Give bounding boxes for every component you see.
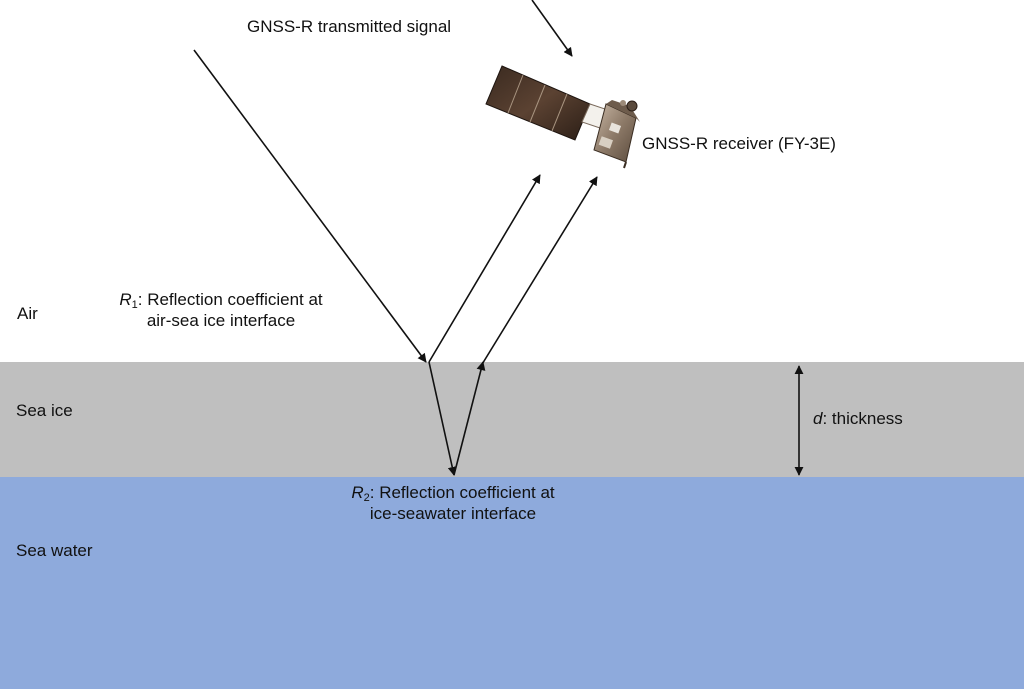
r1-line1: : Reflection coefficient at	[137, 290, 323, 309]
air-label: Air	[17, 304, 38, 323]
thickness-label: d: thickness	[813, 408, 903, 429]
r1-subscript: 1	[131, 299, 138, 311]
r1-label: R1: Reflection coefficient at air-sea ic…	[106, 289, 336, 331]
r2-line2: ice-seawater interface	[369, 504, 537, 523]
satellite-icon	[485, 65, 640, 169]
sea-ice-layer	[0, 362, 1024, 477]
receiver-label: GNSS-R receiver (FY-3E)	[642, 134, 836, 153]
transmitted-signal-label: GNSS-R transmitted signal	[247, 17, 452, 36]
r2-label: R2: Reflection coefficient at ice-seawat…	[338, 482, 568, 524]
bottom-reflected-ray-arrow	[480, 176, 598, 367]
air-layer	[0, 0, 1024, 362]
thickness-symbol: d	[813, 409, 823, 428]
sea-water-label: Sea water	[16, 541, 93, 560]
r2-line1: : Reflection coefficient at	[369, 483, 555, 502]
refracted-ray-up-arrow	[453, 361, 486, 476]
sea-ice-label: Sea ice	[16, 401, 73, 420]
transmitted-signal-arrow	[531, 0, 573, 57]
incident-ray-arrow	[193, 49, 427, 363]
r1-line2: air-sea ice interface	[146, 311, 296, 330]
refracted-ray-down-arrow	[428, 361, 457, 476]
r1-symbol: R	[119, 290, 132, 309]
r2-subscript: 2	[363, 492, 370, 504]
sea-water-layer	[0, 477, 1024, 689]
surface-reflected-ray-arrow	[428, 174, 541, 363]
r2-symbol: R	[351, 483, 364, 502]
thickness-text: : thickness	[822, 409, 903, 428]
